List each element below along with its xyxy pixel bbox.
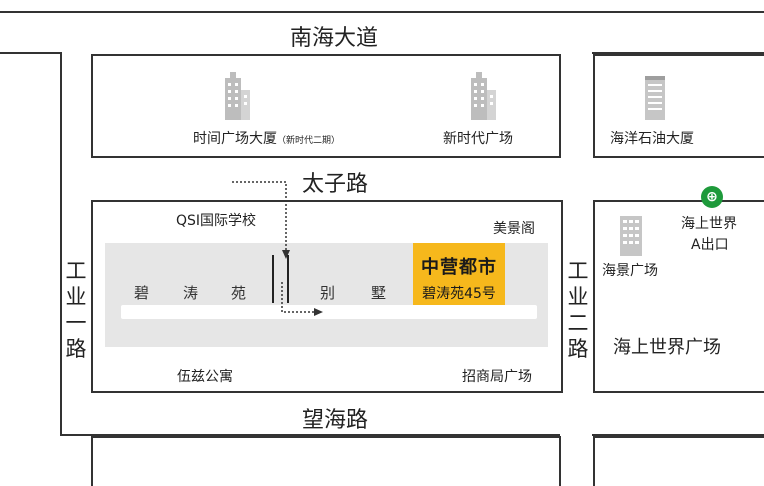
label-haijing-square: 海景广场	[602, 263, 658, 279]
building-icon	[468, 70, 498, 120]
estate-divider-right	[287, 255, 289, 303]
road-gongye2-char: 路	[567, 337, 589, 361]
label-new-era-square: 新时代广场	[443, 131, 513, 147]
road-gongye1-char: 一	[65, 311, 87, 335]
building-icon	[222, 70, 252, 120]
estate-char: 涛	[183, 284, 199, 302]
time-square-name: 时间广场大厦	[193, 131, 277, 147]
road-gongye2: 工 业 二 路	[566, 258, 590, 362]
road-nanhai: 南海大道	[290, 26, 379, 51]
estate-char: 苑	[231, 284, 247, 302]
destination-address: 碧涛苑45号	[422, 286, 496, 302]
label-sea-world-square: 海上世界广场	[613, 337, 721, 358]
road-gongye2-char: 工	[567, 259, 589, 283]
nanhai-road-bottom-edge-right	[592, 52, 764, 54]
building-icon	[643, 72, 667, 120]
label-haiyang-tower: 海洋石油大厦	[610, 131, 694, 147]
metro-station-name: 海上世界	[681, 216, 737, 232]
road-gongye1-char: 业	[65, 285, 87, 309]
metro-icon: ⊕	[701, 186, 723, 208]
road-gongye2-char: 业	[567, 285, 589, 309]
nanhai-road-bottom-edge-left	[0, 52, 60, 54]
estate-char: 碧	[134, 284, 150, 302]
block-north-east	[593, 54, 764, 158]
road-gongye1-char: 工	[65, 259, 87, 283]
building-icon	[618, 214, 644, 256]
label-zhaoshang-square: 招商局广场	[462, 369, 532, 385]
nanhai-road-top-edge	[0, 11, 764, 13]
lower-right-edge	[592, 434, 764, 436]
road-gongye1-char: 路	[65, 337, 87, 361]
wanghai-road-bottom-edge	[60, 434, 560, 436]
estate-divider-left	[272, 255, 274, 303]
label-wuzi-apartment: 伍兹公寓	[177, 369, 233, 385]
road-taizi: 太子路	[302, 172, 369, 197]
label-qsi-school: QSI国际学校	[176, 213, 257, 229]
block-south-east	[593, 436, 764, 486]
route-arrow	[226, 172, 336, 324]
label-time-square: 时间广场大厦（新时代二期）	[193, 128, 340, 148]
time-square-note: （新时代二期）	[277, 136, 341, 146]
metro-exit: A出口	[691, 237, 729, 253]
gongye1-road-edge	[60, 52, 62, 436]
label-meijing-ge: 美景阁	[493, 221, 535, 237]
road-gongye2-char: 二	[567, 311, 589, 335]
road-wanghai: 望海路	[302, 408, 369, 433]
estate-char: 墅	[371, 284, 387, 302]
estate-char: 别	[320, 284, 336, 302]
destination-highlight: 中营都市 碧涛苑45号	[413, 243, 505, 305]
block-south-central	[91, 436, 561, 486]
road-gongye1: 工 业 一 路	[64, 258, 88, 362]
estate-inner-road	[121, 305, 537, 319]
destination-name: 中营都市	[421, 257, 497, 278]
